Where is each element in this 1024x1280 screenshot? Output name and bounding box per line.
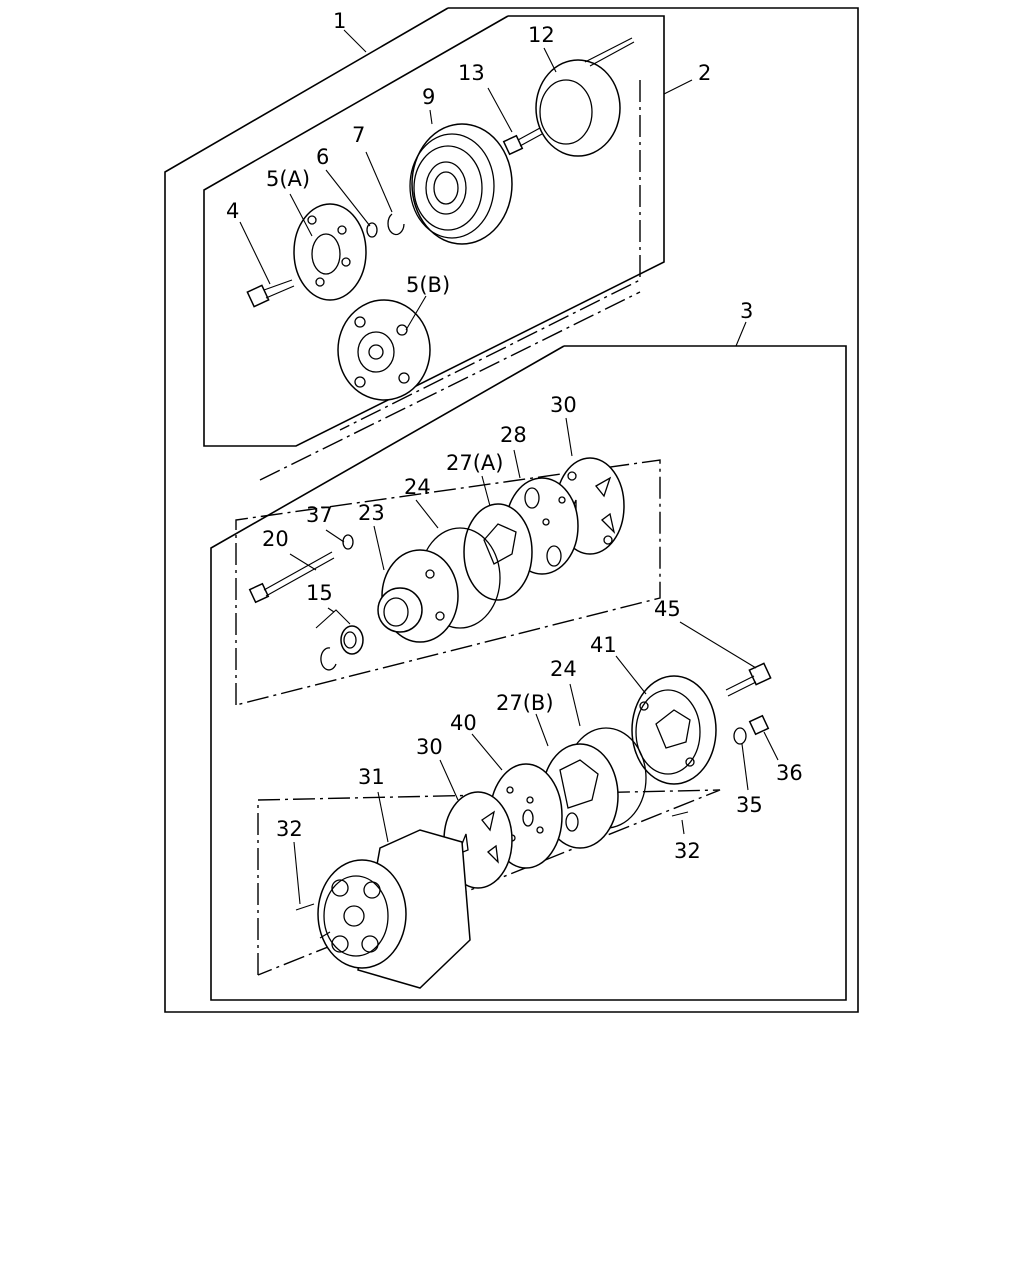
callout-15: 15: [306, 581, 333, 605]
callout-30-top: 30: [550, 393, 577, 417]
callout-37: 37: [306, 503, 333, 527]
through-bolt-20: [248, 551, 335, 604]
callout-4: 4: [226, 199, 239, 223]
bolt-45: [725, 662, 772, 697]
snap-ring-part: [387, 213, 405, 236]
leader-lines: [239, 29, 779, 905]
clutch-frame-2: [203, 15, 665, 447]
callout-9: 9: [422, 85, 435, 109]
center-axis-line: [259, 291, 641, 481]
front-subframe: [235, 459, 661, 706]
cylinder-block-31: [317, 829, 471, 989]
dowel-pin-right: [671, 811, 689, 817]
callout-35: 35: [736, 793, 763, 817]
callout-23: 23: [358, 501, 385, 525]
callout-41: 41: [590, 633, 617, 657]
front-head-part: [377, 549, 459, 643]
callout-32-left: 32: [276, 817, 303, 841]
callout-1: 1: [333, 9, 346, 33]
callout-20: 20: [262, 527, 289, 551]
callout-45: 45: [654, 597, 681, 621]
washer-37: [342, 534, 354, 550]
assembly-frame-1: [164, 7, 859, 1013]
callout-5a: 5(A): [266, 167, 310, 191]
callout-40: 40: [450, 711, 477, 735]
callout-27b: 27(B): [496, 691, 554, 715]
pulley-part: [409, 123, 513, 245]
callout-30-bottom: 30: [416, 735, 443, 759]
screw-part: [502, 127, 543, 156]
callout-2: 2: [698, 61, 711, 85]
callout-3: 3: [740, 299, 753, 323]
shim-part: [366, 222, 378, 238]
callout-24-bottom: 24: [550, 657, 577, 681]
callout-31: 31: [358, 765, 385, 789]
clutch-inner-dash: [339, 80, 641, 431]
dowel-pin-left: [295, 903, 315, 911]
o-ring-35: [733, 727, 747, 745]
callout-12: 12: [528, 23, 555, 47]
callout-13: 13: [458, 61, 485, 85]
armature-plate-a: [293, 203, 367, 301]
plug-36: [748, 714, 770, 736]
field-coil-part: [535, 37, 635, 157]
callout-36: 36: [776, 761, 803, 785]
compressor-frame-3: [210, 345, 847, 1001]
shaft-seal-15: [315, 609, 364, 671]
callout-27a: 27(A): [446, 451, 503, 475]
armature-plate-b: [337, 299, 431, 401]
callout-28: 28: [500, 423, 527, 447]
gasket-27a: [463, 503, 533, 601]
callout-7: 7: [352, 123, 365, 147]
callout-labels: 1 2 3 4 5(A) 6 7 9 12 13 5(B) 30 28 27(A…: [226, 9, 803, 863]
center-bolt-part: [246, 279, 295, 308]
callout-5b: 5(B): [406, 273, 450, 297]
callout-6: 6: [316, 145, 329, 169]
rear-head-41: [631, 675, 717, 785]
callout-24-top: 24: [404, 475, 431, 499]
callout-32-right: 32: [674, 839, 701, 863]
